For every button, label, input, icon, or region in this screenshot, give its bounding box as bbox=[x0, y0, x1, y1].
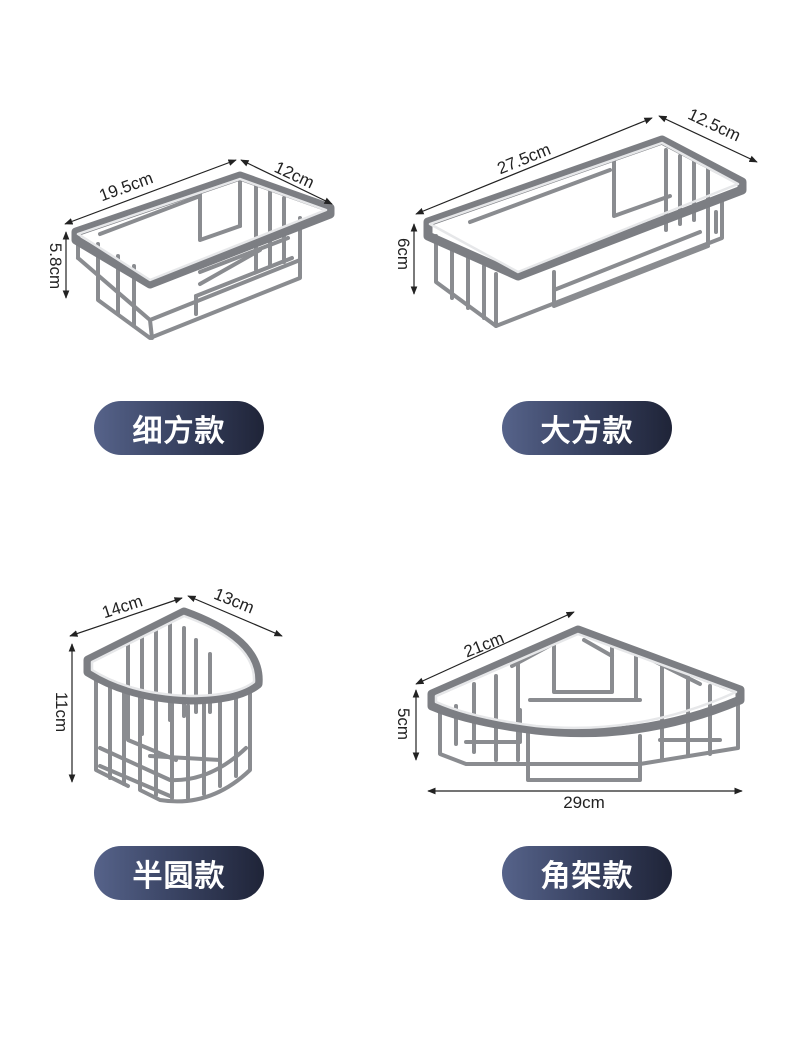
half-round-label-pill: 半圆款 bbox=[94, 846, 264, 900]
large-square-width-label: 12.5cm bbox=[685, 105, 744, 146]
large-square-basket-image: 27.5cm 12.5cm 6cm bbox=[394, 105, 758, 328]
corner-side-label: 21cm bbox=[461, 628, 507, 661]
thin-square-height-label: 5.8cm bbox=[46, 243, 65, 289]
half-round-height-label: 11cm bbox=[52, 692, 71, 732]
corner-label-pill: 角架款 bbox=[502, 846, 672, 900]
corner-label: 角架款 bbox=[540, 859, 634, 894]
thin-square-basket-image: 19.5cm 12cm 5.8cm bbox=[46, 158, 335, 340]
large-square-height-label: 6cm bbox=[394, 238, 413, 270]
half-round-width-label: 13cm bbox=[211, 584, 257, 617]
corner-height-label: 5cm bbox=[394, 708, 413, 740]
large-square-length-label: 27.5cm bbox=[495, 140, 554, 179]
thin-square-length-label: 19.5cm bbox=[97, 168, 156, 205]
half-round-length-label: 14cm bbox=[100, 591, 145, 622]
large-square-label-pill: 大方款 bbox=[502, 401, 672, 455]
large-square-label: 大方款 bbox=[540, 414, 634, 449]
half-round-label: 半圆款 bbox=[132, 859, 226, 894]
corner-basket-image: 21cm 5cm 29cm bbox=[394, 611, 745, 812]
corner-span-label: 29cm bbox=[563, 793, 605, 812]
thin-square-label-pill: 细方款 bbox=[94, 401, 264, 455]
half-round-basket-image: 14cm 13cm 11cm bbox=[52, 584, 283, 804]
thin-square-label: 细方款 bbox=[132, 414, 226, 449]
